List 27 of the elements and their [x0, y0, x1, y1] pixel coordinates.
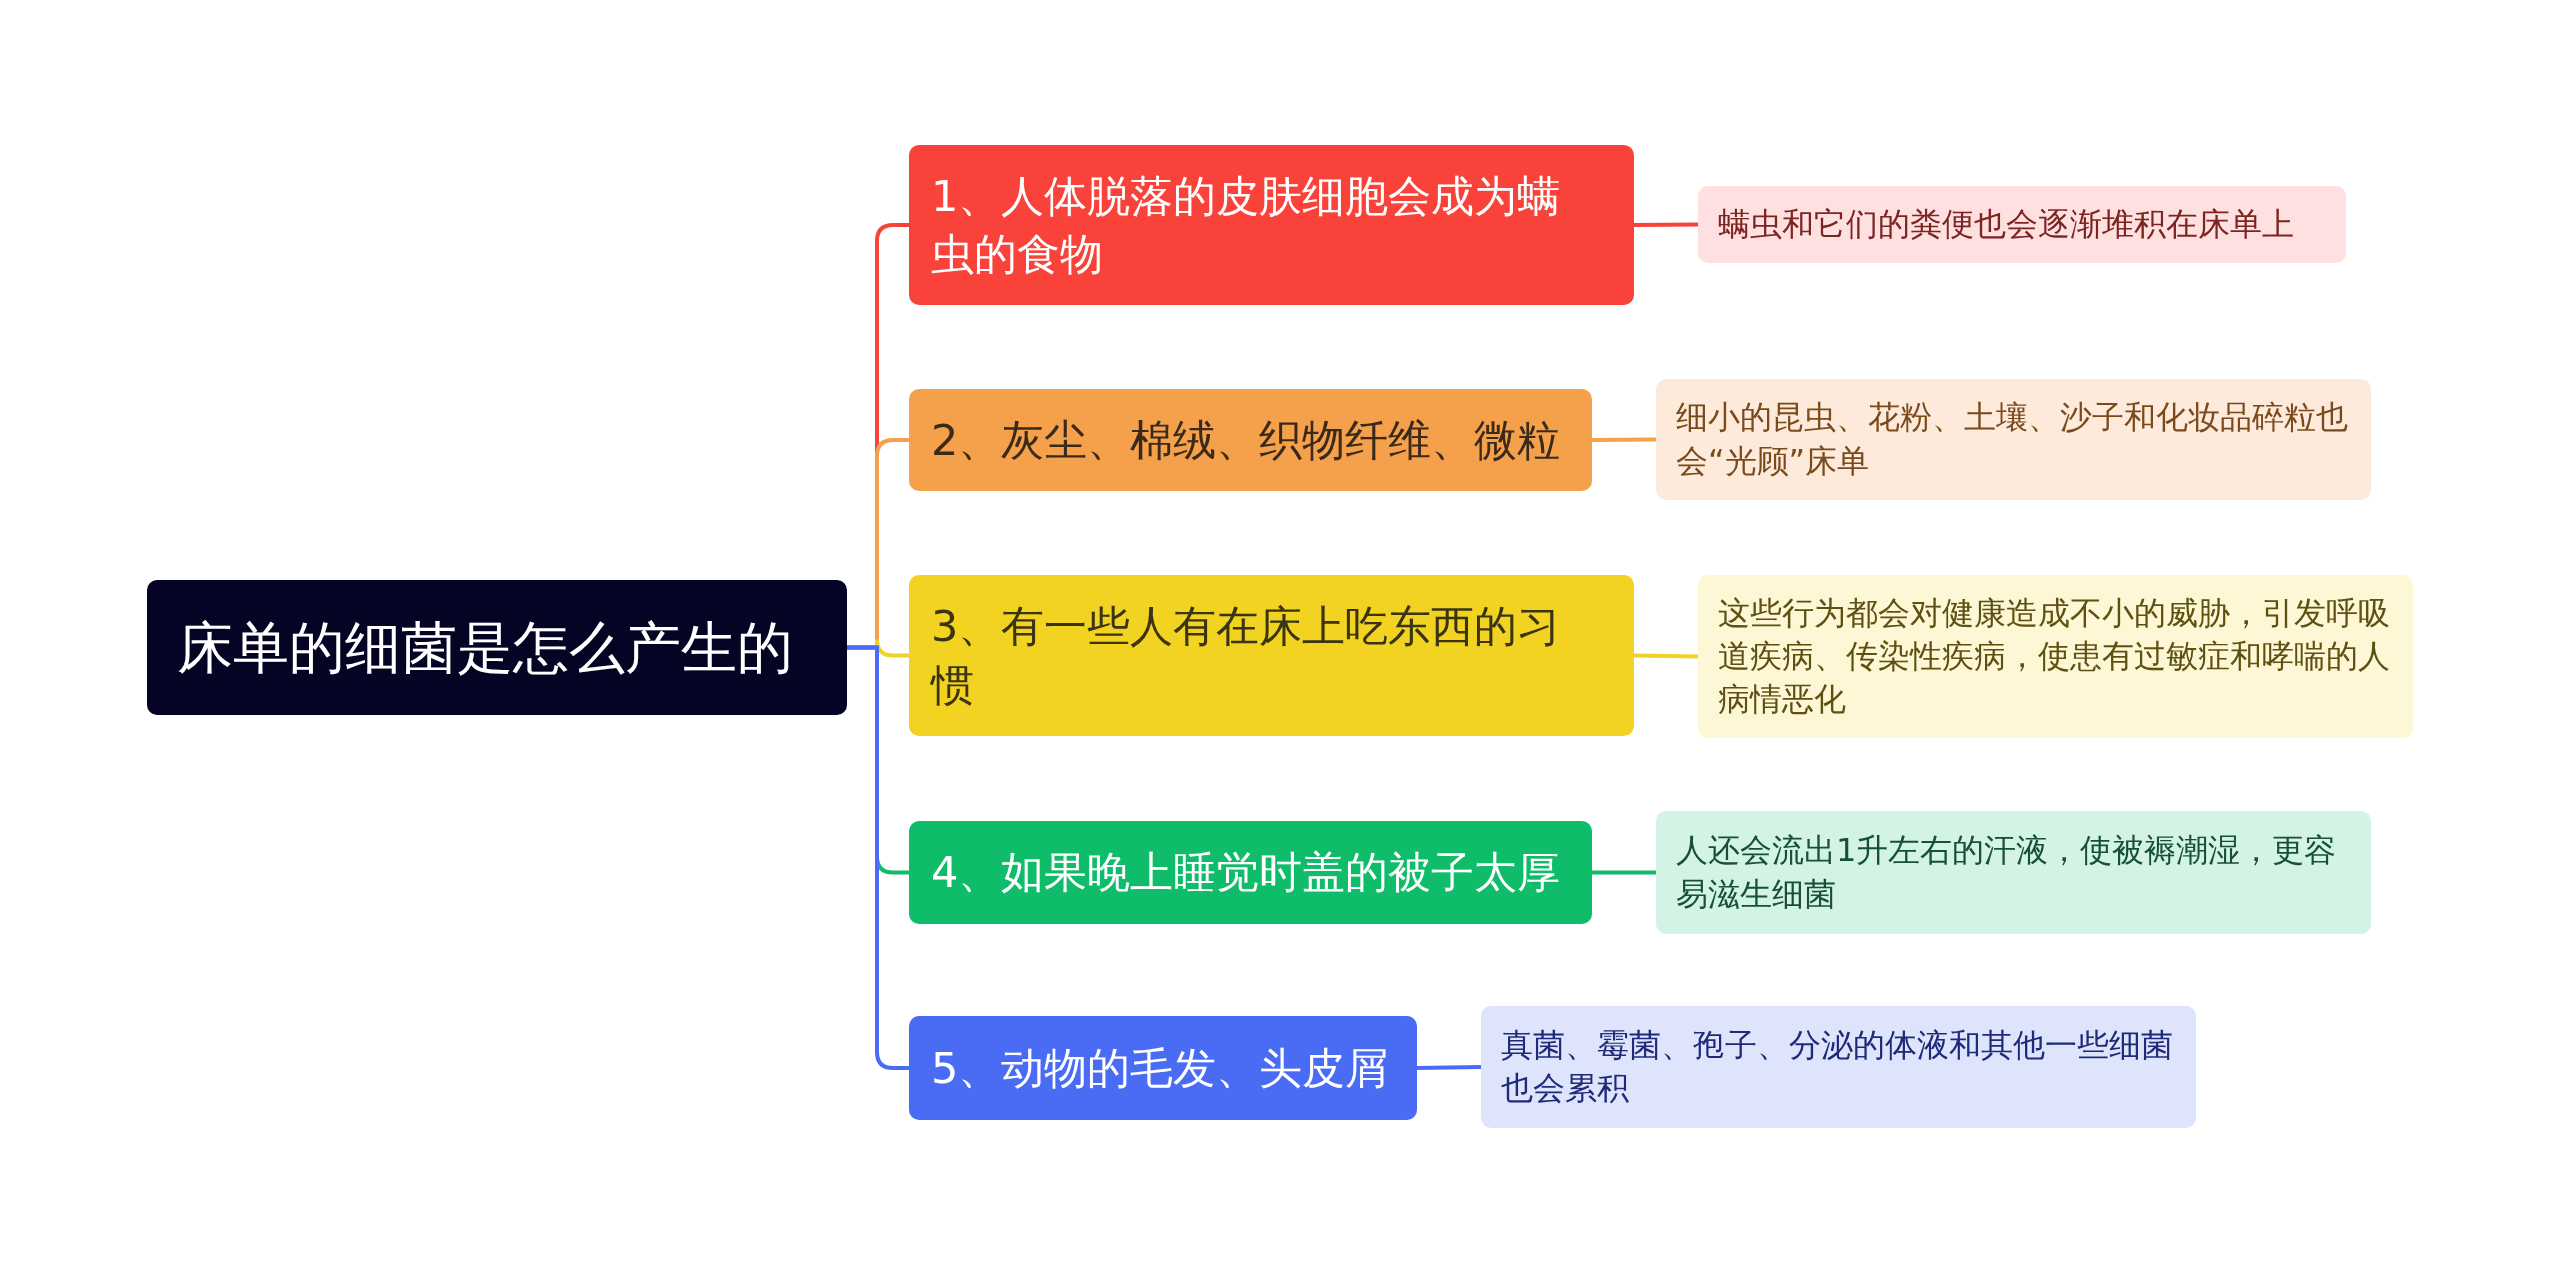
topic-text: 5、动物的毛发、头皮屑 [931, 1041, 1389, 1095]
topic-text: 1、人体脱落的皮肤细胞会成为螨虫的食物 [931, 169, 1562, 281]
branch-topic-box [909, 821, 1592, 924]
topic-text: 床单的细菌是怎么产生的 [177, 613, 793, 682]
topic-text: 3、有一些人有在床上吃东西的习惯 [931, 600, 1562, 712]
root-topic-box [147, 580, 847, 715]
detail-note-box [1481, 1006, 2196, 1128]
topic-text: 这些行为都会对健康造成不小的威胁，引发呼吸道疾病、传染性疾病，使患有过敏症和哮喘的人病情恶化 [1718, 592, 2391, 721]
detail-note-box [1698, 575, 2413, 738]
topic-text: 螨虫和它们的粪便也会逐渐堆积在床单上 [1718, 203, 2294, 245]
detail-note-box [1656, 811, 2371, 934]
topic-text: 细小的昆虫、花粉、土壤、沙子和化妆品碎粒也会“光顾”床单 [1676, 397, 2349, 482]
detail-note-box [1698, 186, 2346, 263]
topic-text: 真菌、霉菌、孢子、分泌的体液和其他一些细菌也会累积 [1501, 1024, 2174, 1109]
connector-line [1633, 653, 1699, 659]
topic-text: 4、如果晚上睡觉时盖的被子太厚 [931, 846, 1561, 900]
detail-note-box [1656, 379, 2371, 500]
topic-text: 2、灰尘、棉绒、织物纤维、微粒 [931, 413, 1561, 467]
connector-line [1634, 222, 1698, 227]
branch-topic-box [909, 575, 1634, 736]
connector-line [1592, 870, 1656, 875]
branch-topic-box [909, 1016, 1417, 1120]
connector-line [1416, 1065, 1482, 1070]
connector-line [1592, 437, 1656, 442]
branch-topic-box [909, 389, 1592, 491]
topic-text: 人还会流出1升左右的汗液，使被褥潮湿，更容易滋生细菌 [1676, 830, 2338, 915]
branch-topic-box [909, 145, 1634, 305]
